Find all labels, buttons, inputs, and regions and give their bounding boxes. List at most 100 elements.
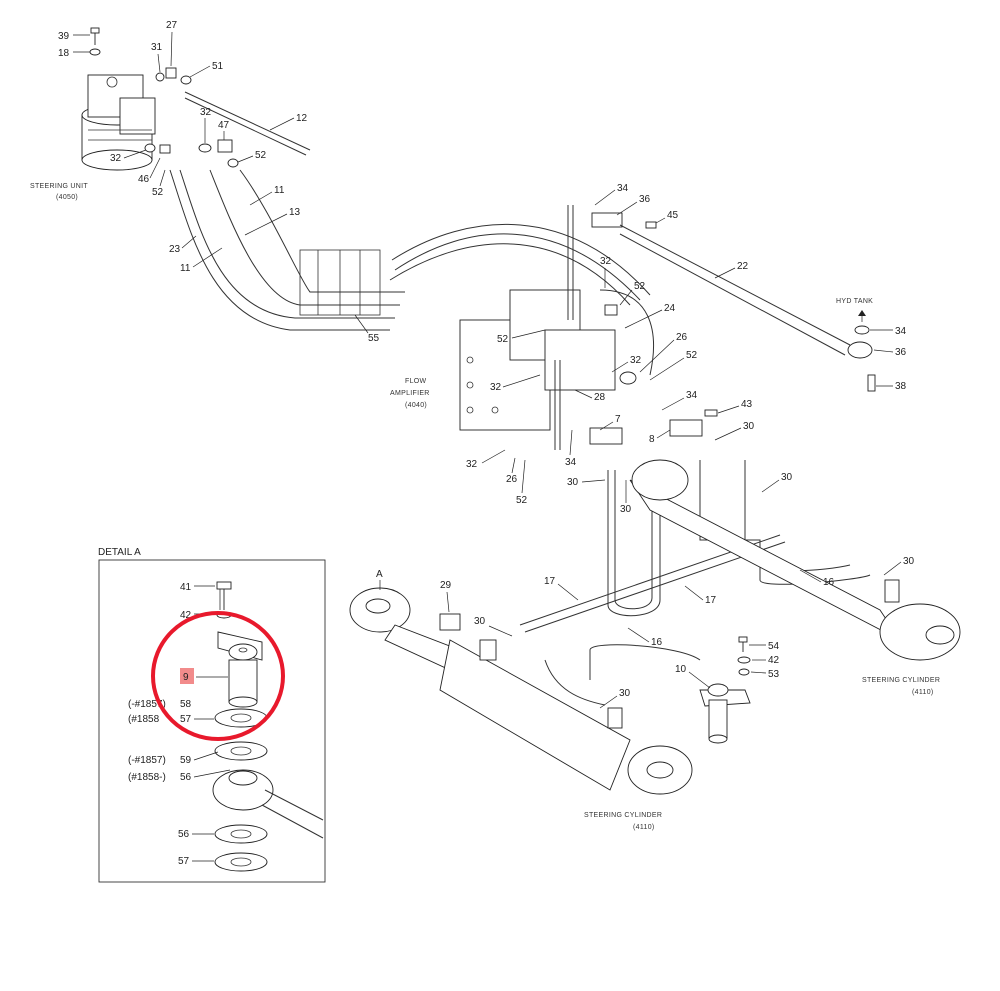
callout-39[interactable]: 39 bbox=[58, 31, 70, 42]
detail-callout-42[interactable]: 42 bbox=[180, 610, 192, 621]
detail-callout-57-b[interactable]: 57 bbox=[178, 856, 190, 867]
callout-10[interactable]: 10 bbox=[675, 664, 687, 675]
flow-amplifier[interactable] bbox=[459, 289, 616, 431]
steering-cylinder-right[interactable] bbox=[629, 459, 961, 661]
callout-30-a[interactable]: 30 bbox=[743, 421, 755, 432]
washer-42[interactable] bbox=[737, 656, 751, 664]
callout-52-f[interactable]: 52 bbox=[516, 495, 528, 506]
callout-17-b[interactable]: 17 bbox=[705, 595, 717, 606]
callout-7[interactable]: 7 bbox=[615, 414, 621, 425]
detail-callout-56-a[interactable]: 56 bbox=[180, 772, 192, 783]
callout-52-d[interactable]: 52 bbox=[497, 334, 509, 345]
callout-42-b[interactable]: 42 bbox=[768, 655, 780, 666]
callout-32-g[interactable]: 32 bbox=[466, 459, 478, 470]
callout-46[interactable]: 46 bbox=[138, 174, 150, 185]
callout-27[interactable]: 27 bbox=[166, 20, 178, 31]
detail-callout-57-a[interactable]: 57 bbox=[180, 714, 192, 725]
detail-washer-59[interactable] bbox=[214, 741, 268, 761]
washer-18[interactable] bbox=[89, 48, 101, 56]
tube-12[interactable] bbox=[184, 91, 311, 156]
callout-16-b[interactable]: 16 bbox=[651, 637, 663, 648]
pin-10[interactable] bbox=[699, 683, 751, 744]
callout-24[interactable]: 24 bbox=[664, 303, 676, 314]
detail-callout-9[interactable]: 9 bbox=[183, 672, 189, 683]
callout-36-a[interactable]: 36 bbox=[639, 194, 651, 205]
callout-26-b[interactable]: 26 bbox=[506, 474, 518, 485]
steering-unit[interactable] bbox=[81, 74, 156, 171]
fittings-47-52[interactable] bbox=[144, 139, 239, 168]
callout-23[interactable]: 23 bbox=[169, 244, 181, 255]
callout-34-b[interactable]: 34 bbox=[895, 326, 907, 337]
callout-32-a[interactable]: 32 bbox=[200, 107, 212, 118]
callout-29[interactable]: 29 bbox=[440, 580, 452, 591]
fitting-27[interactable] bbox=[165, 67, 177, 79]
callout-16-a[interactable]: 16 bbox=[823, 577, 835, 588]
callout-30-f[interactable]: 30 bbox=[474, 616, 486, 627]
detail-callout-58[interactable]: 58 bbox=[180, 699, 192, 710]
fitting-31[interactable] bbox=[155, 72, 165, 82]
callout-51[interactable]: 51 bbox=[212, 61, 224, 72]
detail-bolt-41[interactable] bbox=[216, 581, 232, 610]
steering-cylinder-bottom[interactable] bbox=[349, 587, 693, 795]
callout-54[interactable]: 54 bbox=[768, 641, 780, 652]
detail-a-frame bbox=[98, 559, 326, 883]
callout-30-e[interactable]: 30 bbox=[903, 556, 915, 567]
callout-32-b[interactable]: 32 bbox=[110, 153, 122, 164]
callout-34-d[interactable]: 34 bbox=[565, 457, 577, 468]
callout-30-g[interactable]: 30 bbox=[619, 688, 631, 699]
detail-range-57: (#1858 bbox=[128, 714, 160, 725]
callout-11-b[interactable]: 11 bbox=[180, 263, 191, 274]
callout-43[interactable]: 43 bbox=[741, 399, 753, 410]
callout-12[interactable]: 12 bbox=[296, 113, 308, 124]
elbow-7[interactable] bbox=[589, 427, 623, 445]
callout-45[interactable]: 45 bbox=[667, 210, 679, 221]
callout-22[interactable]: 22 bbox=[737, 261, 749, 272]
elbow-8[interactable] bbox=[669, 419, 703, 437]
callout-26-a[interactable]: 26 bbox=[676, 332, 688, 343]
detail-washer-57[interactable] bbox=[214, 852, 268, 872]
callout-group: 39 18 31 27 51 32 12 47 52 32 46 52 11 1… bbox=[58, 20, 915, 709]
detail-cylinder-eye[interactable] bbox=[212, 769, 324, 839]
callout-32-d[interactable]: 32 bbox=[630, 355, 642, 366]
detail-callout-59[interactable]: 59 bbox=[180, 755, 192, 766]
callout-52-a[interactable]: 52 bbox=[255, 150, 267, 161]
detail-washer-56[interactable] bbox=[214, 824, 268, 844]
bolt-43[interactable] bbox=[704, 409, 718, 417]
detail-range-56: (#1858-) bbox=[128, 772, 166, 783]
hose-bundle[interactable] bbox=[169, 169, 651, 331]
nut-53[interactable] bbox=[738, 668, 750, 676]
detail-callout-56-b[interactable]: 56 bbox=[178, 829, 190, 840]
steering-unit-label: STEERING UNIT bbox=[30, 183, 88, 190]
callout-31[interactable]: 31 bbox=[151, 42, 163, 53]
callout-32-e[interactable]: 32 bbox=[490, 382, 502, 393]
tube-22[interactable] bbox=[591, 212, 876, 392]
callout-34-c[interactable]: 34 bbox=[686, 390, 698, 401]
callout-34-a[interactable]: 34 bbox=[617, 183, 629, 194]
o-ring-51[interactable] bbox=[180, 75, 192, 85]
bolt-39[interactable] bbox=[90, 27, 100, 45]
callout-13[interactable]: 13 bbox=[289, 207, 301, 218]
valve-29[interactable] bbox=[439, 613, 461, 631]
callout-53[interactable]: 53 bbox=[768, 669, 780, 680]
bolt-54[interactable] bbox=[738, 636, 748, 652]
detail-pin-9[interactable] bbox=[217, 631, 263, 708]
callout-18[interactable]: 18 bbox=[58, 48, 70, 59]
callout-47[interactable]: 47 bbox=[218, 120, 230, 131]
callout-28[interactable]: 28 bbox=[594, 392, 606, 403]
detail-washer-58-57[interactable] bbox=[214, 708, 268, 728]
callout-8[interactable]: 8 bbox=[649, 434, 655, 445]
callout-38[interactable]: 38 bbox=[895, 381, 907, 392]
callout-11-a[interactable]: 11 bbox=[274, 185, 285, 196]
detail-callout-41[interactable]: 41 bbox=[180, 582, 192, 593]
callout-32-c[interactable]: 32 bbox=[600, 256, 612, 267]
callout-17-a[interactable]: 17 bbox=[544, 576, 556, 587]
callout-52-b[interactable]: 52 bbox=[152, 187, 164, 198]
callout-36-b[interactable]: 36 bbox=[895, 347, 907, 358]
callout-52-c[interactable]: 52 bbox=[634, 281, 646, 292]
callout-55[interactable]: 55 bbox=[368, 333, 380, 344]
callout-30-b[interactable]: 30 bbox=[567, 477, 579, 488]
callout-52-e[interactable]: 52 bbox=[686, 350, 698, 361]
callout-30-d[interactable]: 30 bbox=[781, 472, 793, 483]
callout-30-c[interactable]: 30 bbox=[620, 504, 632, 515]
flow-amplifier-code: (4040) bbox=[405, 402, 427, 409]
